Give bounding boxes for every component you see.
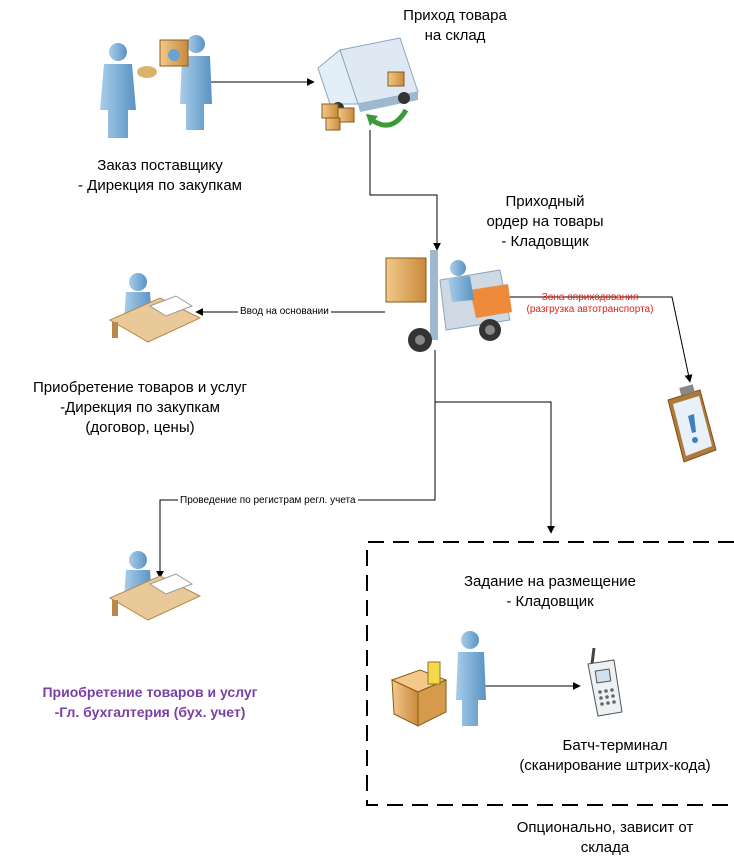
optional-note-line2: склада xyxy=(580,839,630,856)
purchase-accounting-line2: -Гл. бухгалтерия (бух. учет) xyxy=(54,704,246,720)
purchase-direction-line2: -Дирекция по закупкам xyxy=(60,399,220,416)
batch-terminal-line2: (сканирование штрих-кода) xyxy=(519,757,711,774)
clipboard-icon xyxy=(667,384,717,463)
receipt-order-label: Приходный ордер на товары - Кладовщик xyxy=(470,192,620,252)
receipt-order-line1: Приходный xyxy=(505,193,585,210)
placement-task-line2: - Кладовщик xyxy=(506,593,594,610)
purchase-direction-line1: Приобретение товаров и услуг xyxy=(33,379,247,396)
goods-arrival-label: Приход товара на склад xyxy=(395,6,515,46)
optional-note-line1: Опционально, зависит от xyxy=(516,819,694,836)
supplier-order-icon xyxy=(100,35,212,138)
desk-worker-icon-accounting xyxy=(108,551,202,621)
receipt-order-line3: - Кладовщик xyxy=(501,233,589,250)
purchase-direction-line3: (договор, цены) xyxy=(85,419,195,436)
receiving-zone-line2: (разгрузка автотранспорта) xyxy=(526,304,654,315)
receiving-zone-label: Зона оприходования (разгрузка автотрансп… xyxy=(508,292,672,316)
supplier-order-line2: - Дирекция по закупкам xyxy=(78,177,242,194)
posting-registers-label: Проведение по регистрам регл. учета xyxy=(178,495,358,507)
supplier-order-line1: Заказ поставщику xyxy=(97,157,223,174)
forklift-icon xyxy=(385,250,512,352)
connector-to-placement xyxy=(435,401,555,534)
receiving-zone-line1: Зона оприходования xyxy=(541,292,639,303)
goods-arrival-line1: Приход товара xyxy=(403,7,507,24)
batch-terminal-icon xyxy=(587,647,623,717)
purchase-accounting-line1: Приобретение товаров и услуг xyxy=(42,684,258,700)
entry-on-basis-label: Ввод на основании xyxy=(238,306,331,318)
purchase-accounting-label: Приобретение товаров и услуг -Гл. бухгал… xyxy=(10,682,290,722)
desk-worker-icon-procurement xyxy=(108,273,202,343)
optional-region-border xyxy=(366,541,734,806)
truck-icon xyxy=(317,37,419,131)
connector-receiving-zone xyxy=(500,296,693,383)
connector-arrival-to-receipt xyxy=(369,130,441,251)
purchase-direction-label: Приобретение товаров и услуг -Дирекция п… xyxy=(0,378,280,438)
placement-worker-icon xyxy=(390,631,486,727)
supplier-order-label: Заказ поставщику - Дирекция по закупкам xyxy=(40,156,280,196)
placement-task-line1: Задание на размещение xyxy=(463,573,637,590)
optional-note-label: Опционально, зависит от склада xyxy=(495,818,715,858)
batch-terminal-line1: Батч-терминал xyxy=(562,737,668,754)
batch-terminal-label: Батч-терминал (сканирование штрих-кода) xyxy=(505,736,725,776)
placement-task-label: Задание на размещение - Кладовщик xyxy=(455,572,645,612)
receipt-order-line2: ордер на товары xyxy=(486,213,604,230)
goods-arrival-line2: на склад xyxy=(424,27,486,44)
